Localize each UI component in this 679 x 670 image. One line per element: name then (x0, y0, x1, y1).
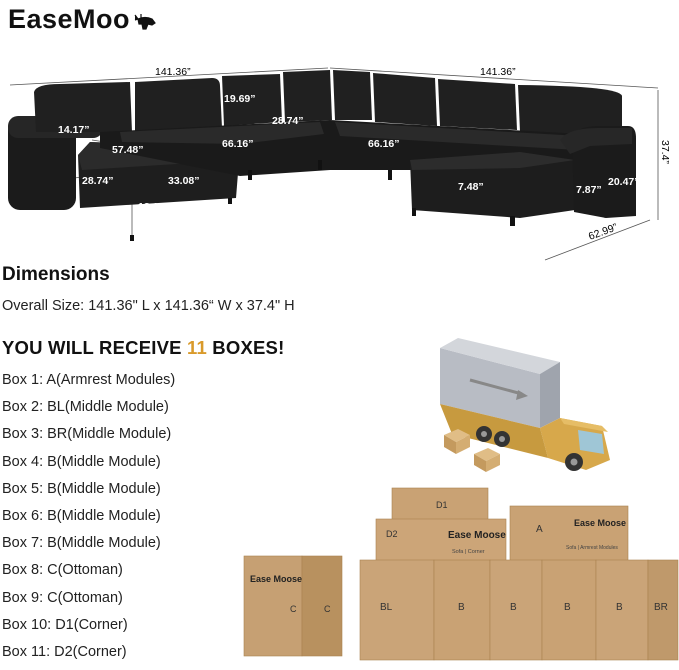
carton-label-c2: C (324, 604, 331, 614)
carton-label-b2: B (510, 602, 517, 613)
carton-brand-a: Ease Moose (574, 518, 626, 528)
box-list: Box 1: A(Armrest Modules) Box 2: BL(Midd… (2, 371, 175, 670)
sofa-diagram: 141.36” 141.36” 19.69” 28.74” 14.17” 57.… (8, 66, 671, 261)
dim-depth: 62.99” (587, 221, 620, 243)
carton-brand-c: Ease Moose (250, 574, 302, 584)
carton-label-d1: D1 (436, 500, 448, 510)
dim-top-right: 141.36” (480, 66, 516, 78)
dim-ottoman-width: 28.74” (82, 175, 114, 187)
receive-prefix: YOU WILL RECEIVE (2, 337, 187, 358)
dim-chaise-length: 57.48” (112, 144, 144, 156)
box-list-item: Box 1: A(Armrest Modules) (2, 372, 176, 388)
carton-d2-sub: Sofa | Corner (452, 549, 485, 555)
carton-label-c1: C (290, 604, 297, 614)
carton-a-sub: Sofa | Armrest Modules (566, 545, 618, 551)
box-count: 11 (187, 337, 207, 358)
carton-stack: D1 Ease Moose D2 Sofa | Corner Ease Moos… (243, 487, 679, 661)
moose-icon (134, 13, 156, 30)
box-list-item: Box 6: B(Middle Module) (2, 507, 161, 524)
dim-right-section: 66.16” (368, 138, 400, 150)
dim-top-left: 141.36” (155, 66, 191, 78)
box-list-item: Box 4: B(Middle Module) (2, 453, 161, 470)
carton-label-br: BR (654, 602, 668, 613)
small-box-icon (444, 429, 500, 472)
box-list-item: Box 8: C(Ottoman) (2, 562, 123, 579)
box-list-item: Box 11: D2(Corner) (2, 643, 127, 660)
carton-label-b3: B (564, 602, 571, 613)
carton-label-b1: B (458, 602, 465, 613)
dim-seat-height: 7.48” (458, 181, 484, 193)
carton-label-bl: BL (380, 602, 393, 613)
dim-ottoman-depth: 33.08” (168, 175, 200, 187)
carton-label-b4: B (616, 602, 623, 613)
right-chaise-ottoman (410, 152, 575, 226)
shipping-illustration: D1 Ease Moose D2 Sofa | Corner Ease Moos… (243, 338, 679, 661)
brand-logo: EaseMoo (8, 4, 158, 35)
dim-arm-width: 14.17” (58, 124, 90, 136)
box-list-item: Box 7: B(Middle Module) (2, 535, 161, 552)
brand-name: EaseMoo (8, 4, 131, 34)
overall-size: Overall Size: 141.36" L x 141.36“ W x 37… (2, 298, 295, 314)
dim-seat-depth: 28.74” (272, 115, 304, 127)
box-list-item: Box 10: D1(Corner) (2, 616, 128, 633)
receive-heading: YOU WILL RECEIVE 11 BOXES! (2, 337, 284, 359)
dim-right-arm-height: 7.87” (576, 184, 602, 196)
carton-label-a: A (536, 524, 543, 535)
delivery-truck-icon (440, 338, 610, 471)
back-cushions (34, 70, 622, 138)
dim-arm-total-height: 20.47” (608, 176, 640, 188)
receive-suffix: BOXES! (206, 337, 285, 358)
carton-label-d2: D2 (386, 529, 398, 539)
box-list-item: Box 2: BL(Middle Module) (2, 399, 169, 416)
box-list-item: Box 3: BR(Middle Module) (2, 426, 172, 443)
dim-left-section: 66.16” (222, 138, 254, 150)
right-arm-module (560, 126, 636, 218)
dim-ottoman-height: 18.11” (138, 201, 169, 213)
dimensions-heading: Dimensions (2, 264, 110, 285)
dim-back-height: 19.69” (224, 93, 256, 105)
dim-height: 37.4” (659, 140, 671, 164)
box-list-item: Box 9: C(Ottoman) (2, 589, 123, 606)
carton-brand: Ease Moose (448, 530, 506, 541)
box-list-item: Box 5: B(Middle Module) (2, 480, 161, 497)
